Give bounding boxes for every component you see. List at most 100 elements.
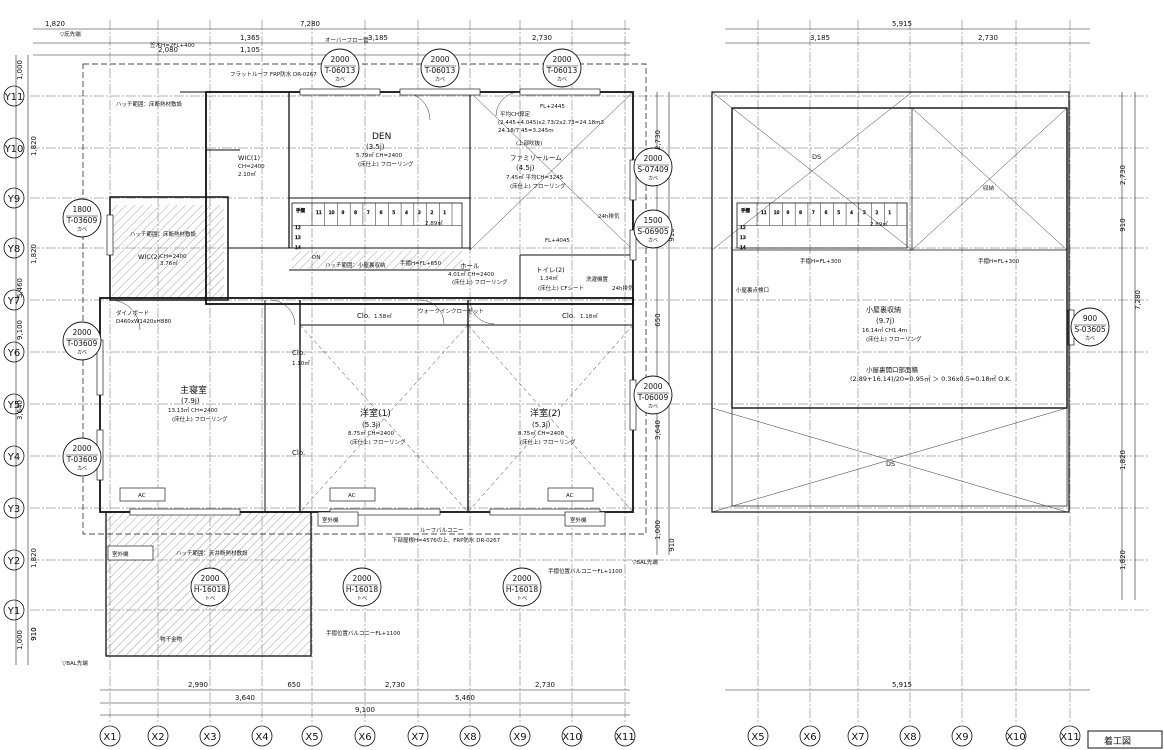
svg-text:S-07409: S-07409 <box>637 165 669 174</box>
axis-label-x10: X10 <box>1005 725 1027 747</box>
svg-text:X9: X9 <box>955 732 968 743</box>
svg-text:(床仕上) CFシート: (床仕上) CFシート <box>538 284 584 292</box>
stair-step-7: 7 <box>812 210 815 216</box>
svg-text:2000: 2000 <box>200 574 219 583</box>
svg-text:手摺H=FL+650: 手摺H=FL+650 <box>400 259 442 267</box>
dim-top_right-0: 5,915 <box>892 20 912 28</box>
stair-side-13: 13 <box>295 235 301 241</box>
svg-text:T-06013: T-06013 <box>324 66 356 75</box>
svg-text:笠木H=2FL+400: 笠木H=2FL+400 <box>150 41 195 49</box>
svg-text:1.18㎡: 1.18㎡ <box>580 312 598 320</box>
svg-text:ファミリールーム: ファミリールーム <box>510 154 562 162</box>
drawing-title: 着工図 <box>1104 735 1131 747</box>
dim-top_left-2: 3,185 <box>368 34 388 42</box>
svg-text:カベ: カベ <box>648 176 658 182</box>
axis-label-y8: Y8 <box>3 237 25 259</box>
svg-text:DS: DS <box>812 153 821 161</box>
dim-left-1: 1,820 <box>30 136 38 156</box>
svg-text:X2: X2 <box>151 732 164 743</box>
svg-text:AC: AC <box>566 493 574 499</box>
svg-text:カベ: カベ <box>77 466 87 472</box>
svg-text:ハッチ範囲：床断熱材敷設: ハッチ範囲：床断熱材敷設 <box>130 230 197 238</box>
dim-top_left-1: 7,280 <box>300 20 320 28</box>
svg-text:(上部吹抜): (上部吹抜) <box>516 139 542 147</box>
svg-text:2.89㎡: 2.89㎡ <box>870 220 888 228</box>
svg-text:T-06013: T-06013 <box>424 66 456 75</box>
svg-text:AC: AC <box>348 493 356 499</box>
axis-label-x8: X8 <box>459 725 481 747</box>
svg-text:1500: 1500 <box>643 216 662 225</box>
axis-label-x5: X5 <box>301 725 323 747</box>
stair-side-14: 14 <box>740 245 746 251</box>
axis-label-x4: X4 <box>251 725 273 747</box>
open-ceiling-lines <box>299 91 634 513</box>
svg-text:WIC(1): WIC(1) <box>238 154 260 162</box>
axis-label-x11: X11 <box>1059 725 1081 747</box>
dim-right_plan2-0: 2,730 <box>1119 165 1127 185</box>
den-name: DEN <box>372 132 391 142</box>
svg-text:FL+4045: FL+4045 <box>545 238 570 244</box>
axis-label-x7: X7 <box>407 725 429 747</box>
axis-label-x10: X10 <box>561 725 583 747</box>
svg-text:洋室(1): 洋室(1) <box>360 407 391 419</box>
axis-label-x9: X9 <box>509 725 531 747</box>
svg-text:カベ: カベ <box>648 404 658 410</box>
stair-step-10: 10 <box>774 210 780 216</box>
svg-text:Y4: Y4 <box>7 452 20 463</box>
svg-text:2000: 2000 <box>643 154 662 163</box>
window-tags: 2000T-06013カベ2000T-06013カベ2000T-06013カベ2… <box>62 48 1110 607</box>
axis-label-y6: Y6 <box>3 341 25 363</box>
svg-text:(4.5j): (4.5j) <box>516 164 535 172</box>
axis-label-x6: X6 <box>799 725 821 747</box>
axis-label-x11: X11 <box>614 725 636 747</box>
svg-text:下部屋根H=4576の上、FRP防水 DR-0267: 下部屋根H=4576の上、FRP防水 DR-0267 <box>392 536 501 544</box>
svg-text:(3.5j): (3.5j) <box>366 143 385 151</box>
svg-text:カベ: カベ <box>557 77 567 83</box>
svg-text:(床仕上) フローリング: (床仕上) フローリング <box>358 160 414 168</box>
stair-step-6: 6 <box>825 210 828 216</box>
svg-text:2.89㎡: 2.89㎡ <box>425 219 443 227</box>
svg-text:(床仕上) フローリング: (床仕上) フローリング <box>452 278 508 286</box>
svg-text:(5.3j): (5.3j) <box>362 421 381 429</box>
stair-step-3: 3 <box>418 210 421 216</box>
svg-text:2000: 2000 <box>512 574 531 583</box>
left-plan-walls <box>82 63 647 657</box>
svg-text:X7: X7 <box>851 732 864 743</box>
svg-text:室外機: 室外機 <box>112 550 129 558</box>
svg-text:4.01㎡ CH=2400: 4.01㎡ CH=2400 <box>448 270 495 278</box>
dim-left-0: 1,000 <box>16 60 24 80</box>
axis-label-y1: Y1 <box>3 599 25 621</box>
svg-text:X1: X1 <box>103 732 116 743</box>
dim-bottom_left-3: 2,730 <box>535 681 555 689</box>
svg-text:手摺H=FL+300: 手摺H=FL+300 <box>978 257 1020 265</box>
svg-text:ルーフバルコニー: ルーフバルコニー <box>420 527 464 534</box>
svg-text:小屋裏開口部面積: 小屋裏開口部面積 <box>866 365 919 374</box>
stair-step-11: 11 <box>761 210 767 216</box>
svg-text:24.18/7.45=3.245m: 24.18/7.45=3.245m <box>498 128 554 134</box>
axis-label-y4: Y4 <box>3 445 25 467</box>
svg-text:ハッチ範囲：小屋裏収納: ハッチ範囲：小屋裏収納 <box>325 261 386 269</box>
svg-text:T-06009: T-06009 <box>637 393 669 402</box>
svg-text:S-06905: S-06905 <box>637 227 669 236</box>
svg-text:WIC(2): WIC(2) <box>138 253 160 261</box>
svg-text:カベ: カベ <box>77 227 87 233</box>
dim-right_plan1-0: 2,730 <box>654 130 662 150</box>
svg-text:1.10㎡: 1.10㎡ <box>292 359 310 367</box>
svg-text:物干金物: 物干金物 <box>160 635 183 643</box>
dim-left-9: 910 <box>30 627 38 640</box>
svg-text:カベ: カベ <box>77 350 87 356</box>
stair-step-2: 2 <box>876 210 879 216</box>
ac-boxes <box>107 487 606 561</box>
svg-text:小屋裏点検口: 小屋裏点検口 <box>736 286 769 294</box>
svg-text:洋室(2): 洋室(2) <box>530 407 561 419</box>
svg-text:CH=2400: CH=2400 <box>238 164 265 170</box>
dim-top_right-2: 2,730 <box>978 34 998 42</box>
svg-text:カベ: カベ <box>648 238 658 244</box>
